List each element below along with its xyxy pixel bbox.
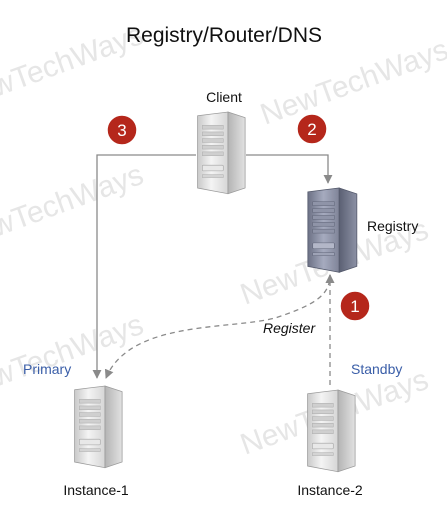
edge-instance1-registry-register (104, 274, 335, 379)
watermark-text: NewTechWays (0, 308, 148, 406)
badge-circle (296, 113, 328, 145)
step-badge-two: 2 (296, 113, 328, 145)
step-badge-one: 1 (339, 290, 371, 322)
node-instance-2: Standby Instance-2 (297, 361, 402, 498)
edge-client-to-registry (246, 154, 333, 184)
server-icon (74, 385, 123, 469)
badge-number: 2 (307, 120, 316, 139)
node-label-instance-2: Instance-2 (297, 482, 363, 498)
badge-number: 1 (350, 297, 359, 316)
node-registry: Registry (307, 187, 418, 273)
node-role-primary: Primary (23, 361, 71, 377)
watermark-text: NewTechWays (256, 33, 447, 131)
node-label-client: Client (206, 89, 242, 105)
edge-client-to-instance1 (92, 154, 196, 379)
node-instance-1: Primary Instance-1 (23, 361, 129, 498)
badge-number: 3 (117, 121, 126, 140)
badge-circle (106, 114, 138, 146)
watermark-layer: NewTechWays NewTechWays NewTechWays NewT… (0, 18, 447, 461)
server-icon (307, 389, 356, 473)
connectors (92, 154, 335, 385)
server-icon (197, 111, 246, 195)
diagram-title: Registry/Router/DNS (126, 24, 322, 47)
edge-label-register: Register (263, 320, 316, 336)
badge-circle (339, 290, 371, 322)
node-label-registry: Registry (367, 218, 418, 234)
node-client: Client (197, 89, 246, 195)
node-role-standby: Standby (351, 361, 402, 377)
watermark-text: NewTechWays (0, 158, 148, 256)
server-icon (307, 187, 358, 273)
step-badge-three: 3 (106, 114, 138, 146)
node-label-instance-1: Instance-1 (63, 482, 129, 498)
